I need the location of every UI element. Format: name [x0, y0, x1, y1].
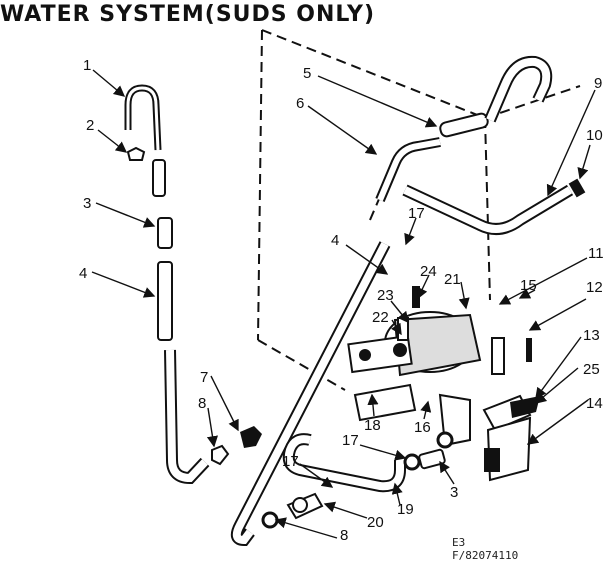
- callout-3: 3: [83, 195, 91, 212]
- callout-5: 5: [303, 65, 311, 82]
- part-7-fitting: [240, 426, 262, 448]
- callout-22: 22: [372, 309, 389, 326]
- callout-4: 4: [79, 265, 87, 282]
- cabinet-outline: [257, 29, 581, 391]
- callout-4-mid: 4: [331, 232, 339, 249]
- part-5-hose: [439, 112, 489, 138]
- callout-20: 20: [367, 514, 384, 531]
- callout-11: 11: [588, 245, 604, 262]
- callout-9: 9: [594, 75, 602, 92]
- pump-assembly: [347, 286, 482, 447]
- callout-13: 13: [583, 327, 600, 344]
- diagram-title: WATER SYSTEM(SUDS ONLY): [0, 2, 375, 27]
- callout-24: 24: [420, 263, 437, 280]
- callout-21: 21: [444, 271, 461, 288]
- callout-1: 1: [83, 57, 91, 74]
- part-17-clamp: [403, 453, 421, 471]
- figure-code: E3 F/82074110: [452, 536, 518, 562]
- callout-23: 23: [377, 287, 394, 304]
- callout-16: 16: [414, 419, 431, 436]
- part-17-clamp-2: [436, 431, 454, 449]
- callout-7: 7: [200, 369, 208, 386]
- figure-code-line-1: E3: [452, 536, 466, 549]
- callout-17-top: 17: [408, 205, 425, 222]
- callout-2: 2: [86, 117, 94, 134]
- callout-25: 25: [583, 361, 600, 378]
- callout-6: 6: [296, 95, 304, 112]
- callout-3-low: 3: [450, 484, 458, 501]
- valve-assembly: [482, 337, 540, 482]
- part-3-connector: [157, 217, 173, 249]
- callout-18: 18: [364, 417, 381, 434]
- part-3-connector-lower: [418, 448, 446, 470]
- callout-17-mid: 17: [342, 432, 359, 449]
- hose-segment: [152, 159, 166, 197]
- callout-8: 8: [198, 395, 206, 412]
- callout-17-low: 17: [282, 453, 299, 470]
- figure-code-line-2: F/82074110: [452, 549, 519, 562]
- callout-15: 15: [520, 277, 537, 294]
- part-4-hose: [157, 261, 173, 341]
- callout-8-bottom: 8: [340, 527, 348, 544]
- part-10-clamp: [568, 178, 586, 198]
- callout-12: 12: [586, 279, 603, 296]
- callout-10: 10: [586, 127, 603, 144]
- part-8-clamp: [211, 444, 230, 466]
- callout-19: 19: [397, 501, 414, 518]
- part-2-clamp: [126, 146, 146, 161]
- callout-14: 14: [586, 395, 603, 412]
- leader-lines: [91, 69, 596, 539]
- part-8-clamp-bottom: [261, 511, 279, 529]
